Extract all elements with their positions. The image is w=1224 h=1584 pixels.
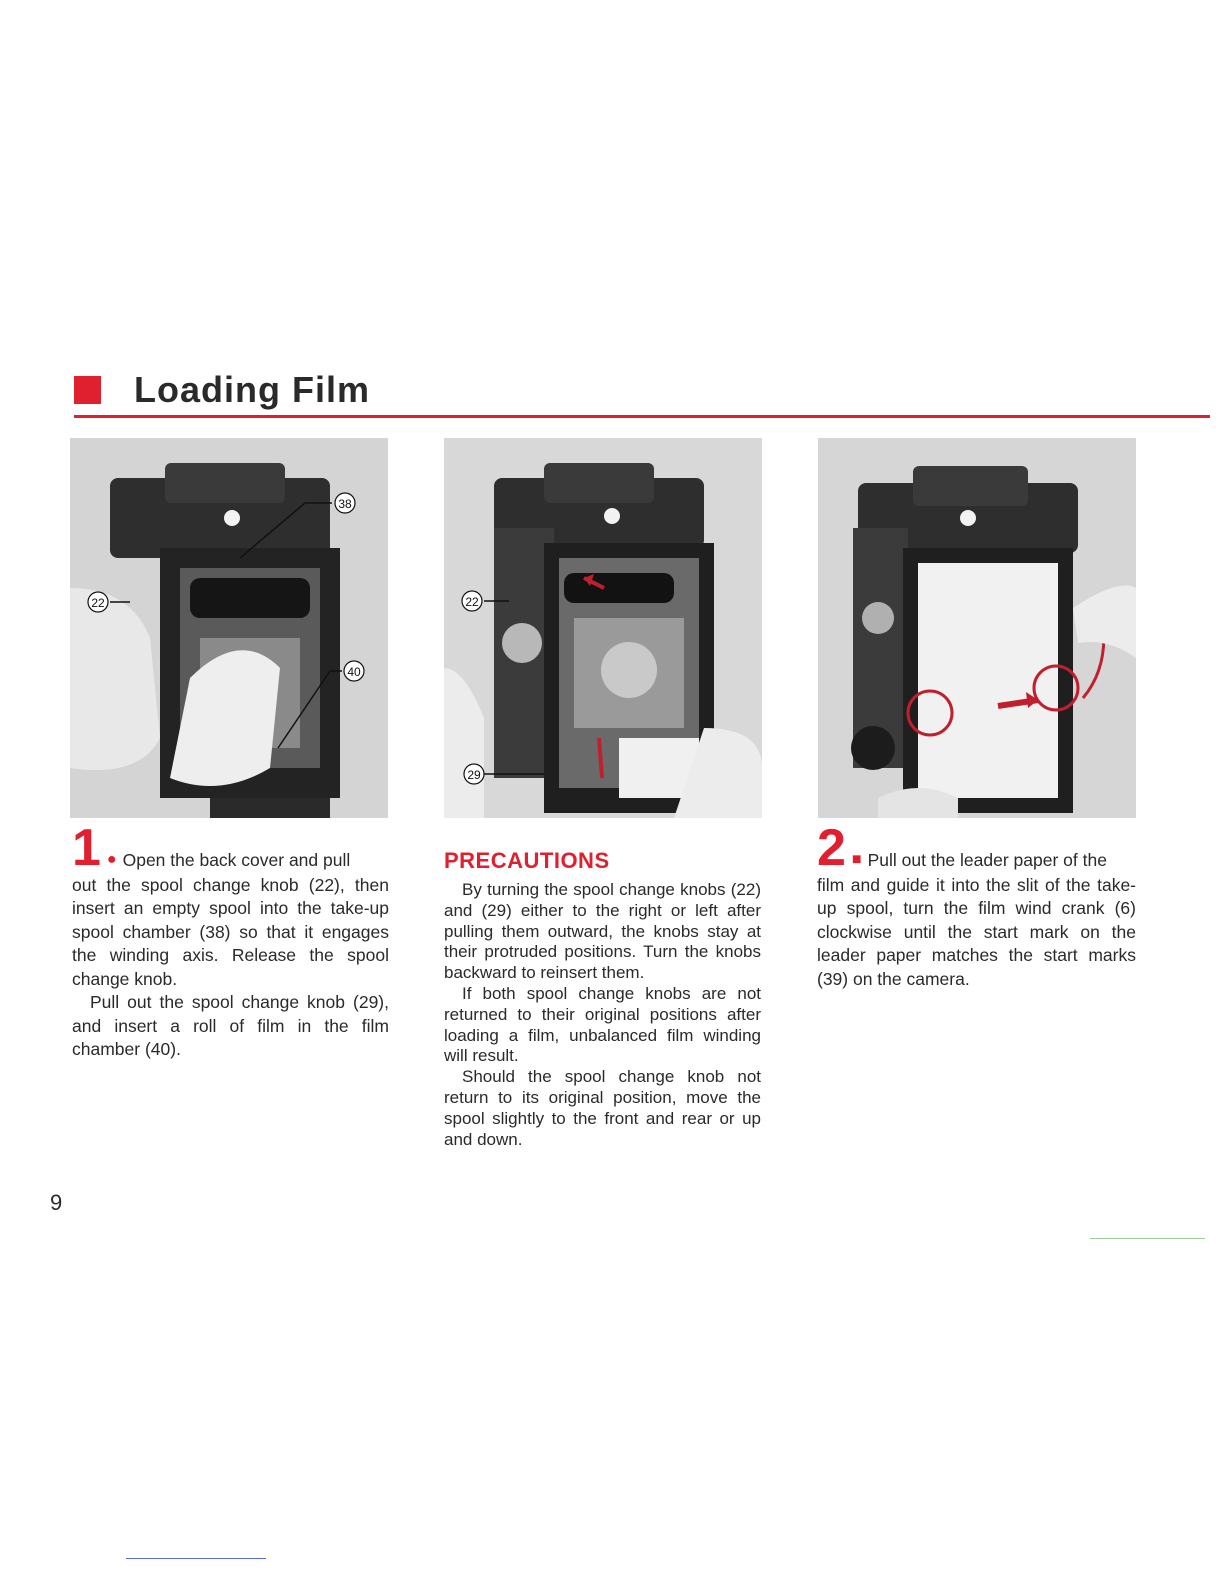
page-number: 9 xyxy=(50,1190,63,1215)
page-title: Loading Film xyxy=(134,369,370,410)
step-2-paragraph: 2 ■ Pull out the leader paper of the film… xyxy=(817,819,1136,991)
step-2-number: 2 xyxy=(817,819,846,877)
precautions-paragraph-1: By turning the spool change knobs (22) a… xyxy=(444,880,761,983)
camera-illustration-2: 22 29 xyxy=(444,438,762,818)
precautions-body: By turning the spool change knobs (22) a… xyxy=(444,880,761,1150)
step-1-paragraph-1: 1 ● Open the back cover and pull out the … xyxy=(72,819,389,991)
precautions-paragraph-2: If both spool change knobs are not retur… xyxy=(444,983,761,1066)
callout-38: 38 xyxy=(334,492,356,514)
camera-illustration-1: 38 22 40 xyxy=(70,438,388,818)
camera-illustration-3 xyxy=(818,438,1136,818)
step-2-lead: Pull out the leader paper of the xyxy=(867,850,1107,870)
svg-text:22: 22 xyxy=(91,596,105,610)
step-1-text: out the spool change knob (22), then ins… xyxy=(72,874,389,989)
photo-leader-paper xyxy=(818,438,1136,818)
precautions-paragraph-3: Should the spool change knob not return … xyxy=(444,1067,761,1149)
svg-text:38: 38 xyxy=(338,497,352,511)
step-bullet-icon: ● xyxy=(106,851,117,868)
title-marker-square xyxy=(74,376,101,404)
photo-open-back-cover: 38 22 40 xyxy=(70,438,388,818)
photo-spool-knobs: 22 29 xyxy=(444,438,762,818)
scan-artifact-line xyxy=(126,1558,266,1559)
step-1-paragraph-2: Pull out the spool change knob (29), and… xyxy=(72,992,389,1059)
callout-40: 40 xyxy=(343,660,365,682)
svg-text:29: 29 xyxy=(467,768,481,782)
step-1-instructions: 1 ● Open the back cover and pull out the … xyxy=(72,819,389,1062)
svg-text:22: 22 xyxy=(465,595,479,609)
callout-29: 29 xyxy=(463,763,485,785)
step-1-number: 1 xyxy=(72,819,101,877)
callout-22: 22 xyxy=(87,591,109,613)
svg-text:40: 40 xyxy=(347,665,361,679)
step-1-lead: Open the back cover and pull xyxy=(122,850,351,870)
callout-22: 22 xyxy=(461,590,483,612)
step-bullet-icon: ■ xyxy=(851,851,862,868)
step-2-text: film and guide it into the slit of the t… xyxy=(817,874,1136,989)
title-divider xyxy=(74,415,1210,418)
step-2-instructions: 2 ■ Pull out the leader paper of the film… xyxy=(817,819,1136,991)
precautions-heading: PRECAUTIONS xyxy=(444,848,610,873)
scan-artifact-line xyxy=(1090,1238,1205,1239)
